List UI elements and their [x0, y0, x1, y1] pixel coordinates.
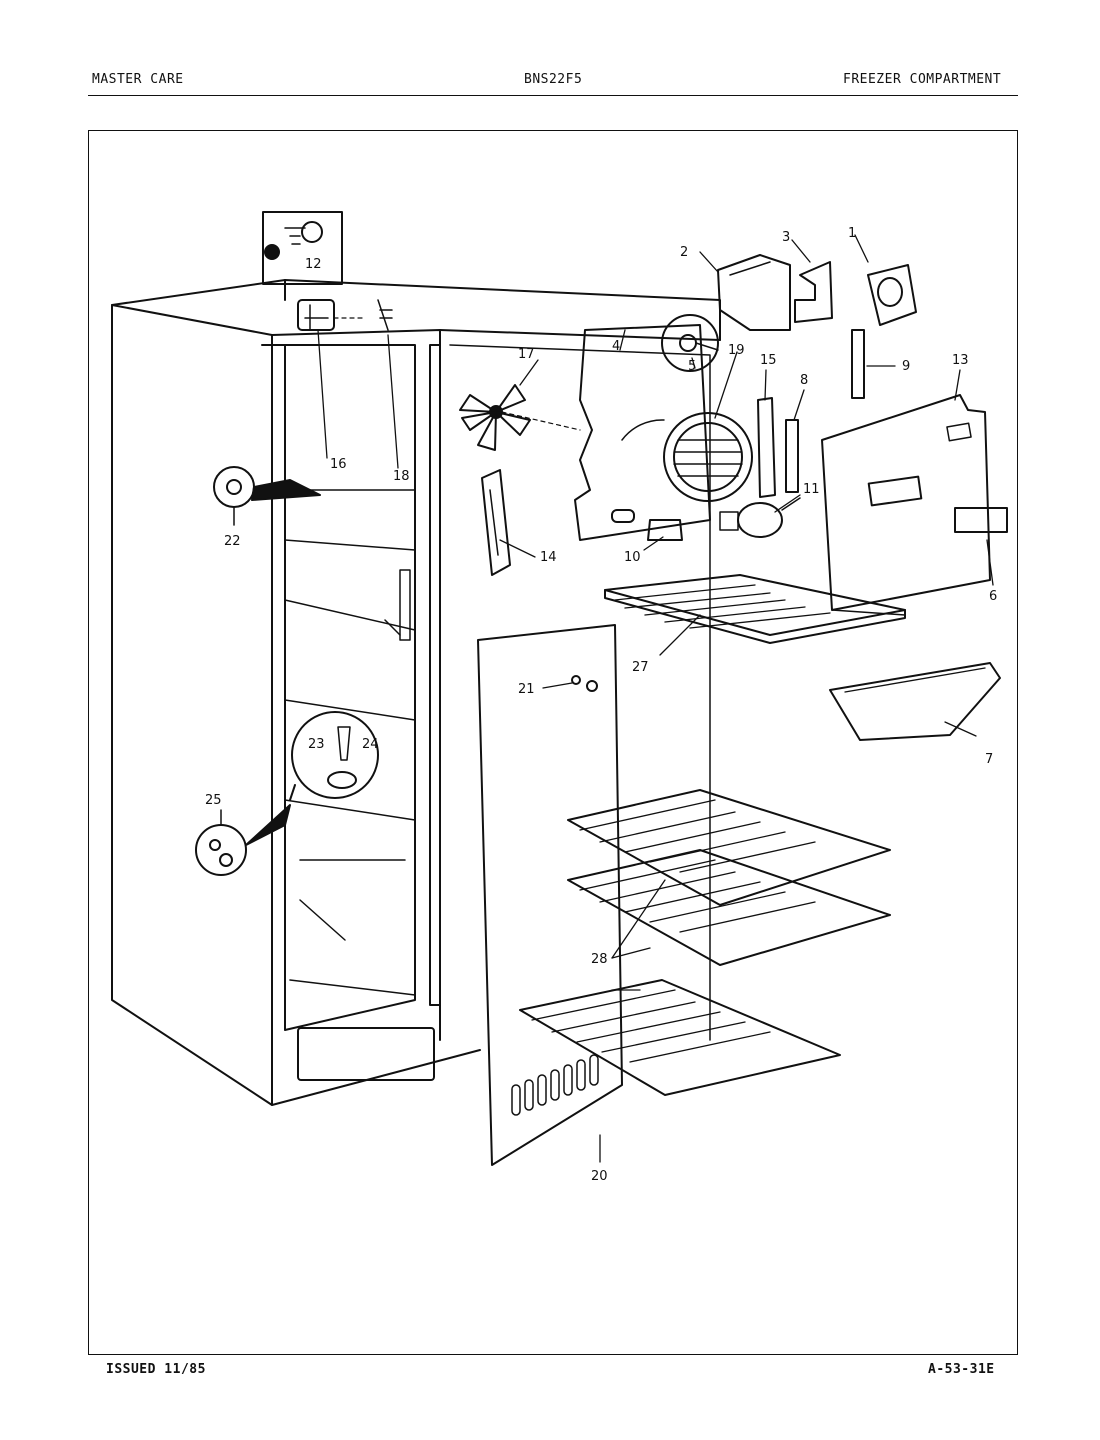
header-rule [88, 95, 1018, 96]
shelf-27 [604, 574, 906, 644]
bulb-11 [719, 497, 801, 538]
callout-14: 14 [540, 550, 557, 565]
cover-1 [867, 264, 917, 326]
part-25-detail [195, 804, 291, 876]
bracket-2 [717, 254, 791, 331]
footer-issued: ISSUED 11/85 [106, 1362, 206, 1377]
callout-4: 4 [612, 339, 620, 354]
wire-18 [377, 299, 393, 331]
part-12-inset [262, 211, 343, 285]
callout-2: 2 [680, 245, 688, 260]
callout-10: 10 [624, 550, 641, 565]
evaporator-cover-13 [821, 394, 991, 616]
wire-shelves-28 [519, 789, 891, 1096]
fan-blade-17 [459, 384, 581, 451]
callout-18: 18 [393, 469, 410, 484]
callout-17: 17 [518, 347, 535, 362]
callout-8: 8 [800, 373, 808, 388]
parts-23-24-detail [289, 711, 379, 801]
callout-22: 22 [224, 534, 241, 549]
callout-12: 12 [305, 257, 322, 272]
callout-27: 27 [632, 660, 649, 675]
socket-10 [647, 519, 683, 541]
bin-7 [829, 662, 1001, 741]
clip-3 [794, 261, 833, 323]
freezer-liner [429, 344, 711, 1041]
callout-20: 20 [591, 1169, 608, 1184]
footer-code: A-53-31E [928, 1362, 995, 1377]
callout-21: 21 [518, 682, 535, 697]
callout-1: 1 [848, 226, 856, 241]
thermostat-16 [297, 299, 366, 331]
callout-7: 7 [985, 752, 993, 767]
leader-lines [317, 234, 994, 1163]
diagram-frame [88, 130, 1018, 1355]
cabinet-body [111, 279, 721, 1106]
callout-9: 9 [902, 359, 910, 374]
header-model: BNS22F5 [524, 72, 583, 87]
bracket-14 [481, 469, 511, 576]
callout-13: 13 [952, 353, 969, 368]
callout-6: 6 [989, 589, 997, 604]
rear-panel-20 [477, 624, 623, 1166]
callout-25: 25 [205, 793, 222, 808]
callout-5: 5 [688, 359, 696, 374]
callout-23: 23 [308, 737, 325, 752]
callout-24: 24 [362, 737, 379, 752]
header-section: FREEZER COMPARTMENT [843, 72, 1002, 87]
label-6 [954, 507, 1008, 533]
callout-28: 28 [591, 952, 608, 967]
callout-15: 15 [760, 353, 777, 368]
callout-19: 19 [728, 343, 745, 358]
strip-8 [785, 419, 799, 493]
strip-9 [851, 329, 865, 399]
grille-19 [621, 412, 753, 502]
strip-15 [757, 397, 776, 498]
callout-16: 16 [330, 457, 347, 472]
callout-3: 3 [782, 230, 790, 245]
clip-21 [571, 675, 598, 692]
part-22-detail [213, 466, 321, 526]
motor-5-detail [661, 314, 719, 372]
callout-11: 11 [803, 482, 820, 497]
header-brand: MASTER CARE [92, 72, 184, 87]
fan-mount-4 [574, 324, 711, 541]
left-compartment [261, 344, 416, 1031]
